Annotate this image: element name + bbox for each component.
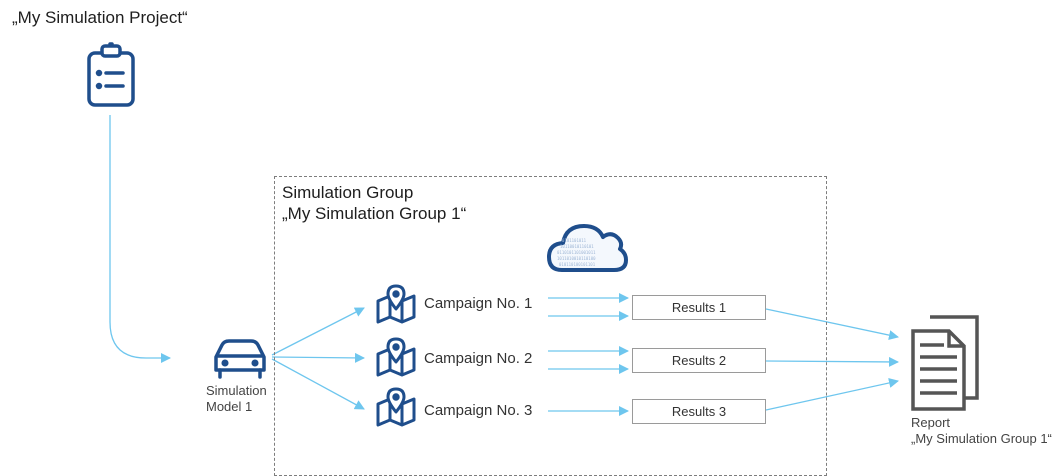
results-box-2: Results 2 <box>632 348 766 373</box>
group-title-line-2: „My Simulation Group 1“ <box>282 204 467 223</box>
connector-model-to-campaign-1 <box>271 307 365 356</box>
svg-text:010110100101101: 010110100101101 <box>559 262 596 267</box>
project-title: „My Simulation Project“ <box>12 8 188 27</box>
car-icon <box>214 339 266 379</box>
document-icon <box>911 315 979 411</box>
map-pin-icon <box>376 337 416 377</box>
model-label-line-1: Simulation <box>206 383 267 398</box>
report-label: Report „My Simulation Group 1“ <box>911 415 1052 447</box>
svg-text:1011010010110100: 1011010010110100 <box>557 256 596 261</box>
results-box-3: Results 3 <box>632 399 766 424</box>
simulation-model-label: Simulation Model 1 <box>206 383 267 415</box>
svg-text:10110010110101: 10110010110101 <box>560 244 594 249</box>
diagram-canvas: 0101101011 10110010110101 01101011010010… <box>87 42 979 427</box>
cloud-data-icon: 0101101011 10110010110101 01101011010010… <box>547 224 628 272</box>
campaign-label-2: Campaign No. 2 <box>424 350 533 367</box>
results-box-1: Results 1 <box>632 295 766 320</box>
group-title-line-1: Simulation Group <box>282 183 414 202</box>
group-title: Simulation Group „My Simulation Group 1“ <box>282 182 466 224</box>
clipboard-icon <box>87 42 135 107</box>
model-label-line-2: Model 1 <box>206 399 253 414</box>
connector-model-to-campaign-3 <box>271 358 365 410</box>
connector-results-2-to-report <box>765 356 899 367</box>
map-pin-icon <box>376 387 416 427</box>
svg-text:0110101101001011: 0110101101001011 <box>557 250 596 255</box>
campaign-label-1: Campaign No. 1 <box>424 295 533 312</box>
report-label-line-1: Report <box>911 415 951 430</box>
connector-results-1-to-report <box>765 308 899 341</box>
campaign-label-3: Campaign No. 3 <box>424 402 533 419</box>
report-label-line-2: „My Simulation Group 1“ <box>911 431 1052 446</box>
connector-results-3-to-report <box>765 378 899 411</box>
svg-text:0101101011: 0101101011 <box>562 238 587 243</box>
connector-model-to-campaign-2 <box>271 352 365 363</box>
connector-project-to-model <box>109 115 171 363</box>
map-pin-icon <box>376 284 416 324</box>
